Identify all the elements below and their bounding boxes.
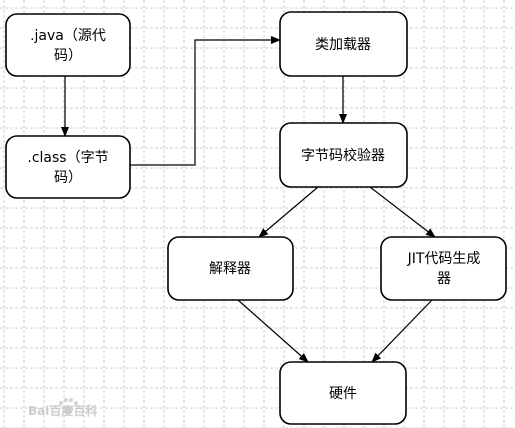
node-java-source-box <box>5 13 131 77</box>
node-interpreter: 解释器 <box>167 236 294 301</box>
edge-interpreter-to-hardware <box>237 299 309 363</box>
node-class-loader-box <box>279 11 408 77</box>
node-bytecode-verifier-label: 字节码校验器 <box>301 147 385 164</box>
node-jit-generator-box <box>380 236 507 301</box>
node-bytecode-verifier-box <box>279 122 408 188</box>
node-hardware-box <box>279 361 407 425</box>
paw-logo-icon <box>59 398 78 414</box>
node-interpreter-label: 解释器 <box>209 261 251 277</box>
edge-class-to-loader <box>130 36 281 166</box>
node-hardware-label: 硬件 <box>329 386 357 402</box>
node-jit-generator-label-line2: 器 <box>437 271 451 287</box>
node-hardware: 硬件 <box>279 361 407 425</box>
edge-jit-to-hardware <box>371 299 433 363</box>
watermark: Bai百度百科 <box>28 398 97 418</box>
edges <box>61 36 436 363</box>
node-jit-generator-label-line1: JIT代码生成 <box>407 251 481 267</box>
node-class-bytecode-label-line1: .class（字节 <box>27 150 108 166</box>
node-java-source-label-line2: 码） <box>54 48 82 64</box>
node-class-loader: 类加载器 <box>279 11 408 77</box>
node-class-bytecode: .class（字节 码） <box>5 135 131 199</box>
node-class-bytecode-box <box>5 135 131 199</box>
watermark-text: Bai百度百科 <box>28 403 97 418</box>
node-bytecode-verifier: 字节码校验器 <box>279 122 408 188</box>
node-java-source-label-line1: .java（源代 <box>30 28 106 44</box>
edge-verifier-to-jit <box>369 186 436 238</box>
node-class-bytecode-label-line2: 码） <box>54 170 82 186</box>
edge-verifier-to-interpreter <box>258 186 319 238</box>
node-class-loader-label: 类加载器 <box>315 37 371 53</box>
node-jit-generator: JIT代码生成 器 <box>380 236 507 301</box>
node-java-source: .java（源代 码） <box>5 13 131 77</box>
node-interpreter-box <box>167 236 294 301</box>
